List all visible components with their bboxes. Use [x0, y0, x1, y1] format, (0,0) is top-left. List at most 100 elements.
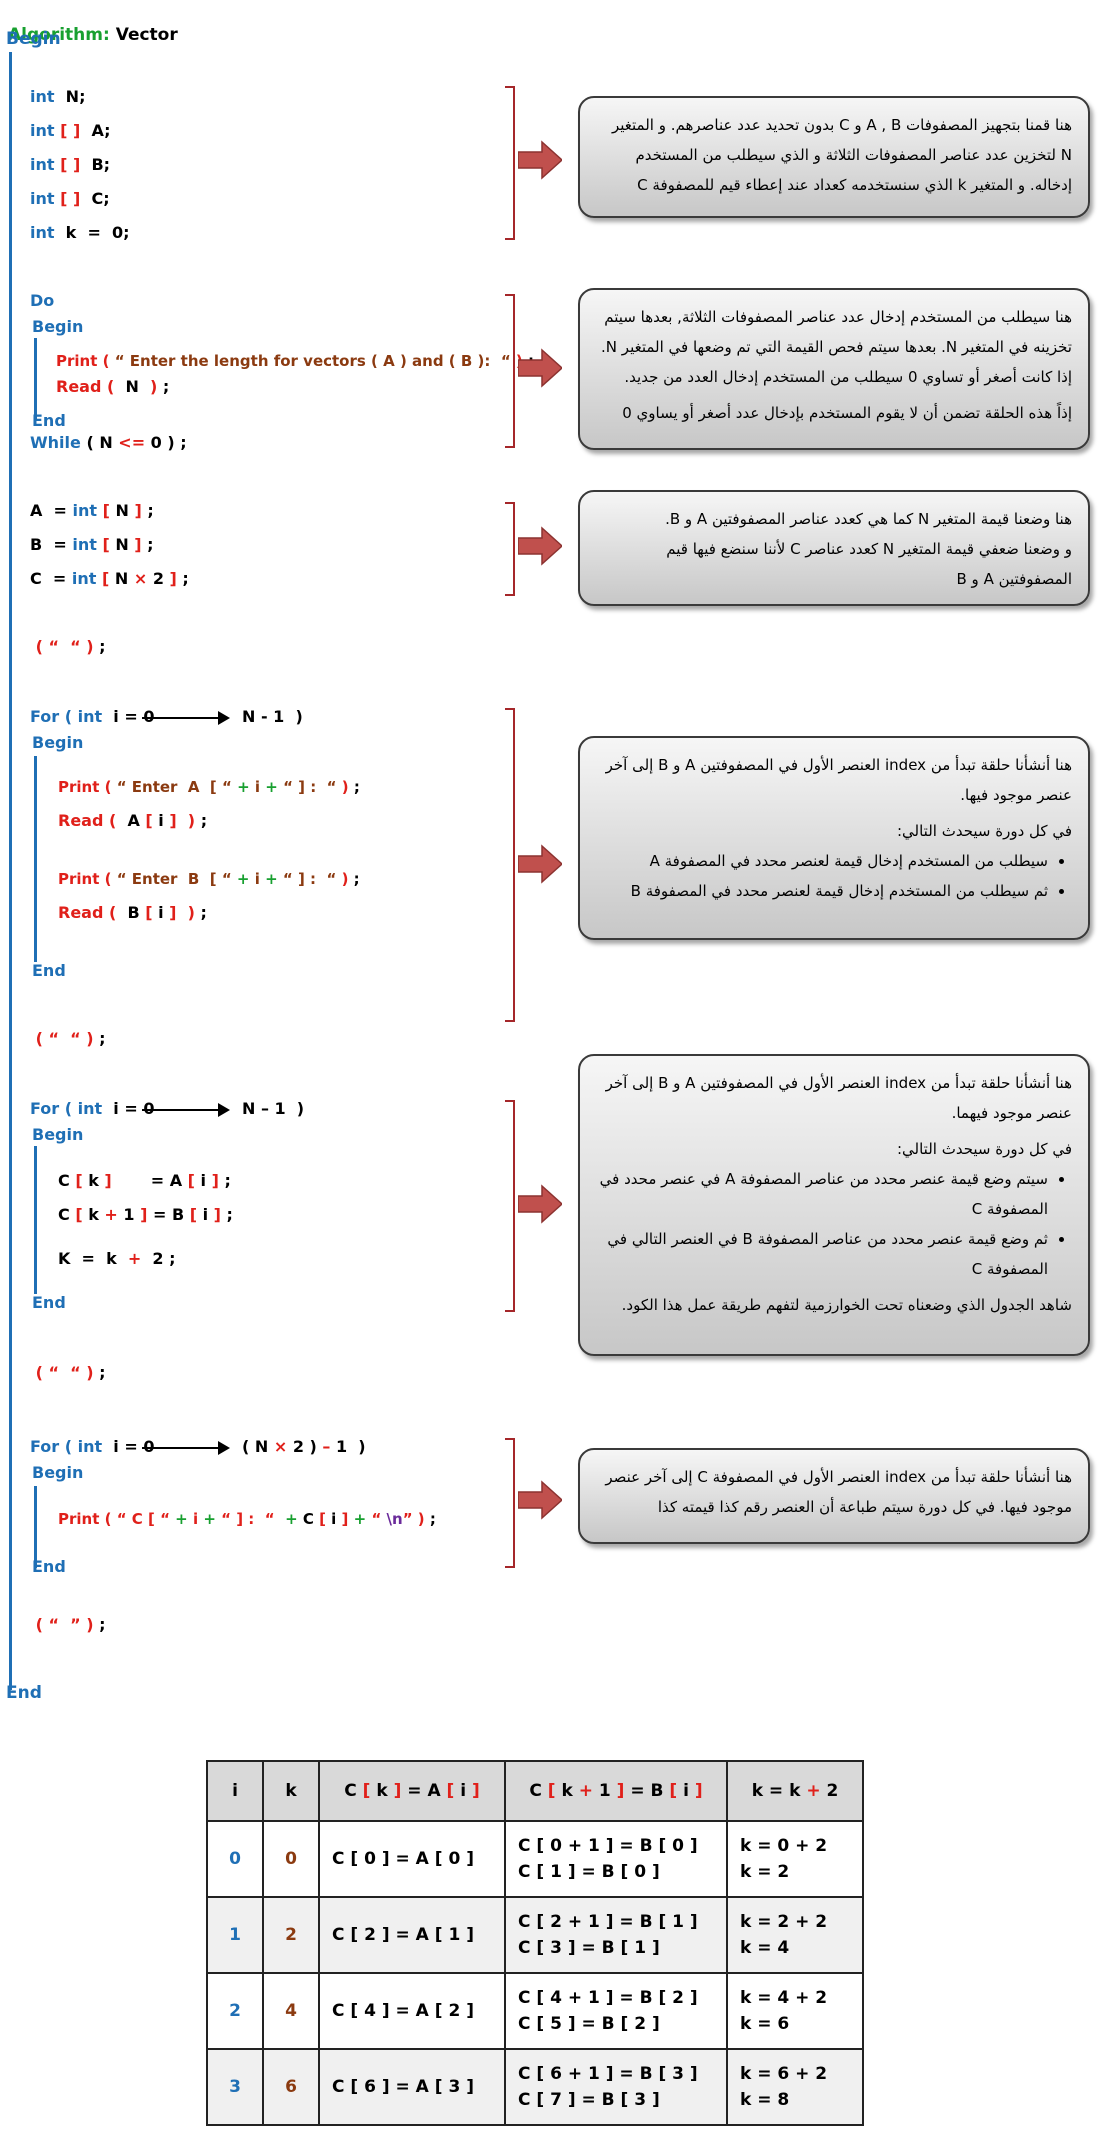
cell-k: 2	[262, 1896, 320, 1974]
print-newline-1: ( “ “ ) ;	[30, 637, 106, 656]
arrow-icon	[518, 140, 562, 180]
cell-k: 0	[262, 1820, 320, 1898]
loop2-block-line	[34, 1146, 37, 1294]
cell-c1: C [ 2 ] = A [ 1 ]	[318, 1896, 506, 1974]
loop1-printA: Print ( “ Enter A [ “ + i + “ ] : “ ) ;	[58, 778, 360, 796]
note-loop1: هنا أنشأنا حلقة تبدأ من index العنصر الأ…	[578, 736, 1090, 940]
cell-k: 4	[262, 1972, 320, 2050]
algorithm-name: Vector	[115, 25, 178, 45]
loop3-end: End	[32, 1557, 66, 1576]
header-k: k	[262, 1760, 320, 1822]
algorithm-label: Algorithm:	[8, 25, 110, 45]
note-loop2: هنا أنشأنا حلقة تبدأ من index العنصر الأ…	[578, 1054, 1090, 1356]
cell-i: 0	[206, 1820, 264, 1898]
arrow-icon	[518, 1184, 562, 1224]
arrow-icon	[518, 526, 562, 566]
loop3-begin: Begin	[32, 1463, 84, 1482]
loop2-end: End	[32, 1293, 66, 1312]
cell-c2: C [ 6 + 1 ] = B [ 3 ]C [ 7 ] = B [ 3 ]	[504, 2048, 728, 2126]
decl-k: int k = 0;	[30, 223, 130, 242]
cell-i: 2	[206, 1972, 264, 2050]
alloc-c: C = int [ N × 2 ] ;	[30, 569, 189, 588]
loop2-line1: C [ k ] = A [ i ] ;	[58, 1171, 231, 1190]
table-header-row: i k C [ k ] = A [ i ] C [ k + 1 ] = B [ …	[206, 1760, 864, 1822]
bracket-3	[505, 502, 515, 596]
table-row: 0 0 C [ 0 ] = A [ 0 ] C [ 0 + 1 ] = B [ …	[206, 1820, 864, 1898]
loop1-end: End	[32, 961, 66, 980]
main-end: End	[6, 1683, 42, 1703]
cell-c2: C [ 4 + 1 ] = B [ 2 ]C [ 5 ] = B [ 2 ]	[504, 1972, 728, 2050]
loop3-for: For ( int i = 0	[30, 1437, 155, 1456]
header-i: i	[206, 1760, 264, 1822]
main-block-line	[9, 52, 12, 1690]
note-declarations: هنا قمنا بتجهيز المصفوفات A , B و C بدون…	[578, 96, 1090, 218]
bracket-4	[505, 708, 515, 1022]
while-line: While ( N <= 0 ) ;	[30, 433, 187, 452]
alloc-a: A = int [ N ] ;	[30, 501, 154, 520]
flow-arrow-1	[142, 711, 230, 725]
bracket-2	[505, 294, 515, 448]
decl-b: int [ ] B;	[30, 155, 111, 174]
cell-c1: C [ 6 ] = A [ 3 ]	[318, 2048, 506, 2126]
do-end: End	[32, 411, 66, 430]
loop3-block-line	[34, 1486, 37, 1568]
loop1-block-line	[34, 756, 37, 962]
print-newline-3: ( “ “ ) ;	[30, 1363, 106, 1382]
loop3-limit: ( N × 2 ) – 1 )	[242, 1437, 366, 1456]
cell-c2: C [ 2 + 1 ] = B [ 1 ]C [ 3 ] = B [ 1 ]	[504, 1896, 728, 1974]
loop1-begin: Begin	[32, 733, 84, 752]
decl-n: int N;	[30, 87, 86, 106]
do-begin: Begin	[32, 317, 84, 336]
note-loop3: هنا أنشأنا حلقة تبدأ من index العنصر الأ…	[578, 1448, 1090, 1544]
alloc-b: B = int [ N ] ;	[30, 535, 154, 554]
print-newline-2: ( “ “ ) ;	[30, 1029, 106, 1048]
loop1-readA: Read ( A [ i ] ) ;	[58, 811, 208, 830]
algorithm-title: Algorithm: Vector	[8, 2, 178, 46]
bracket-5	[505, 1100, 515, 1312]
loop2-line2: C [ k + 1 ] = B [ i ] ;	[58, 1205, 233, 1224]
loop2-for: For ( int i = 0	[30, 1099, 155, 1118]
arrow-icon	[518, 1480, 562, 1520]
flow-arrow-2	[142, 1103, 230, 1117]
do-read: Read ( N ) ;	[56, 377, 170, 396]
print-newline-4: ( “ ” ) ;	[30, 1615, 106, 1634]
trace-table: i k C [ k ] = A [ i ] C [ k + 1 ] = B [ …	[206, 1760, 864, 2126]
do-keyword: Do	[30, 291, 55, 310]
cell-c1: C [ 0 ] = A [ 0 ]	[318, 1820, 506, 1898]
header-k-update: k = k + 2	[726, 1760, 864, 1822]
do-print: Print ( “ Enter the length for vectors (…	[56, 352, 534, 370]
loop2-line3: K = k + 2 ;	[58, 1249, 176, 1268]
flow-arrow-3	[142, 1441, 230, 1455]
arrow-icon	[518, 348, 562, 388]
do-block-line	[34, 338, 37, 420]
cell-k: 6	[262, 2048, 320, 2126]
loop2-limit: N – 1 )	[242, 1099, 305, 1118]
table-row: 2 4 C [ 4 ] = A [ 2 ] C [ 4 + 1 ] = B [ …	[206, 1972, 864, 2050]
table-row: 3 6 C [ 6 ] = A [ 3 ] C [ 6 + 1 ] = B [ …	[206, 2048, 864, 2126]
bracket-1	[505, 86, 515, 240]
table-row: 1 2 C [ 2 ] = A [ 1 ] C [ 2 + 1 ] = B [ …	[206, 1896, 864, 1974]
decl-a: int [ ] A;	[30, 121, 111, 140]
cell-c2: C [ 0 + 1 ] = B [ 0 ]C [ 1 ] = B [ 0 ]	[504, 1820, 728, 1898]
header-c-k1: C [ k + 1 ] = B [ i ]	[504, 1760, 728, 1822]
cell-i: 1	[206, 1896, 264, 1974]
loop1-for: For ( int i = 0	[30, 707, 155, 726]
decl-c: int [ ] C;	[30, 189, 110, 208]
note-do-while: هنا سيطلب من المستخدم إدخال عدد عناصر ال…	[578, 288, 1090, 450]
arrow-icon	[518, 844, 562, 884]
cell-i: 3	[206, 2048, 264, 2126]
header-c-k: C [ k ] = A [ i ]	[318, 1760, 506, 1822]
loop1-limit: N - 1 )	[242, 707, 303, 726]
loop1-readB: Read ( B [ i ] ) ;	[58, 903, 207, 922]
loop3-print: Print ( “ C [ “ + i + “ ] : “ + C [ i ] …	[58, 1510, 436, 1528]
bracket-6	[505, 1438, 515, 1568]
cell-c1: C [ 4 ] = A [ 2 ]	[318, 1972, 506, 2050]
note-allocation: هنا وضعنا قيمة المتغير N كما هي كعدد عنا…	[578, 490, 1090, 606]
loop2-begin: Begin	[32, 1125, 84, 1144]
main-begin: Begin	[6, 29, 61, 49]
loop1-printB: Print ( “ Enter B [ “ + i + “ ] : “ ) ;	[58, 870, 360, 888]
